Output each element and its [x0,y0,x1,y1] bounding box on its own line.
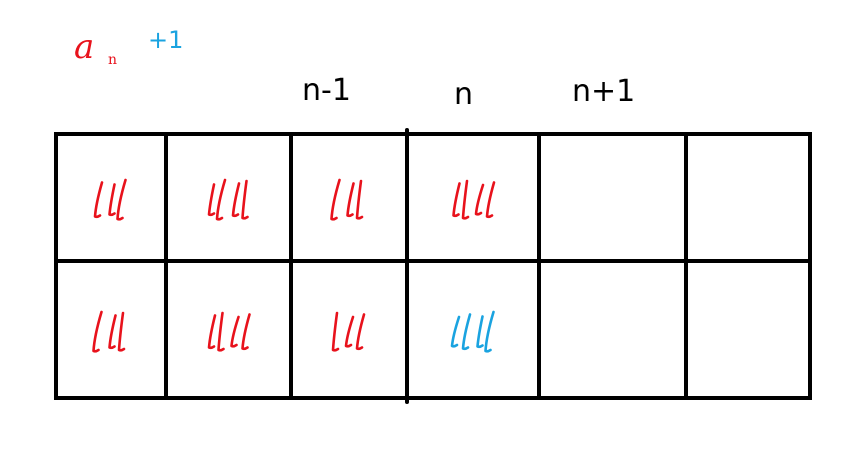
tally-mark [452,182,461,218]
tally-mark [476,315,484,349]
grid-border [54,132,812,400]
tally-mark [108,314,117,350]
column-labels: n-1 n n+1 [302,73,635,112]
tally-mark [331,311,340,352]
tally-mark [485,181,496,219]
tally-mark [474,183,485,216]
tally-mark [461,179,470,220]
increment-label: +1 [148,26,183,54]
tally-mark [231,182,241,218]
tally-mark [230,315,240,348]
tally-mark [241,179,249,220]
tally-mark [207,314,217,350]
tally-group [207,178,249,221]
tally-mark [330,178,341,221]
tally-group [331,311,366,352]
variable-label: a [74,27,94,67]
tally-mark [346,182,355,218]
tally-mark [344,315,355,348]
tally-mark [116,178,127,221]
variable-subscript: n [108,52,117,68]
tally-group [93,178,127,221]
tally-mark [484,310,495,353]
column-label-n-minus-1: n-1 [302,73,351,108]
grid [54,128,812,404]
tally-mark [93,181,104,219]
tally-mark [117,311,126,352]
tally-mark [108,183,116,217]
tally-mark [207,183,216,217]
header-annotation: a n +1 [74,26,183,68]
tally-mark [461,313,472,351]
tally-mark [355,179,364,220]
tally-mark [215,178,227,221]
tally-mark [450,315,461,348]
tally-group [207,311,251,352]
tally-group [330,178,364,221]
tally-mark [92,310,103,353]
tally-marks [92,178,496,353]
column-label-n-plus-1: n+1 [572,74,635,109]
column-label-n: n [454,77,473,112]
tally-mark [241,313,251,351]
tally-group [452,179,496,220]
tally-group [450,310,495,353]
tally-mark [355,313,366,351]
tally-mark [217,311,225,352]
tally-group [92,310,126,353]
